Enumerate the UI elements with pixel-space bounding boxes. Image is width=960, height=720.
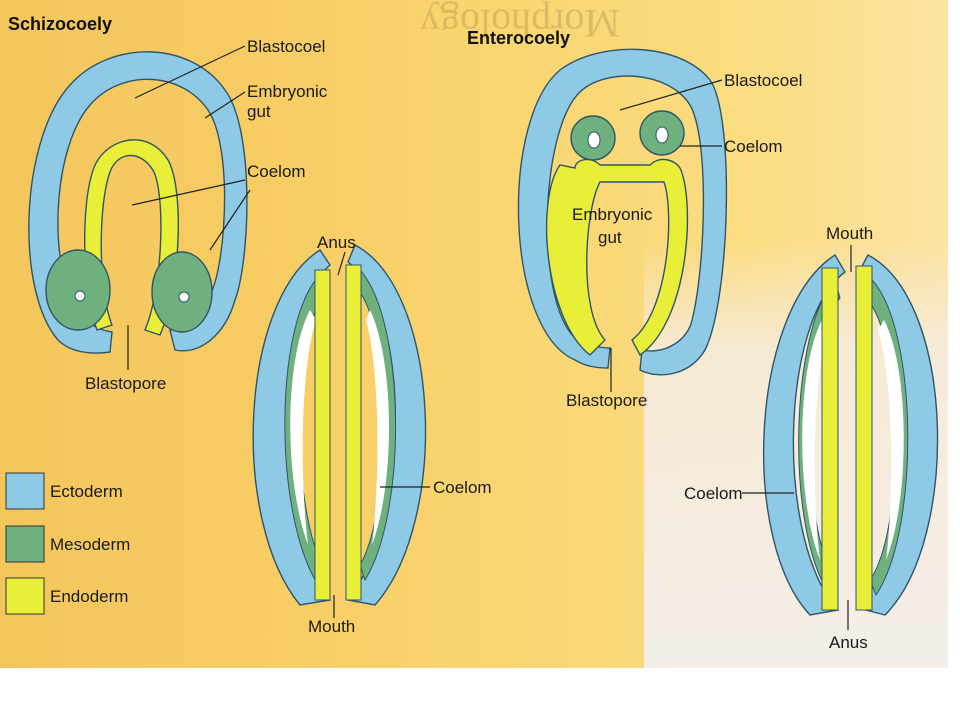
entero-label-coelom: Coelom <box>724 137 783 156</box>
entero-label-adult-coelom: Coelom <box>684 484 743 503</box>
enterocoely-title: Enterocoely <box>467 28 570 48</box>
entero-adult-left-cavity <box>802 320 828 560</box>
schizo-mesoderm-pouch-left <box>45 249 111 331</box>
schizocoely-embryo <box>28 51 248 354</box>
entero-coelom-left <box>587 131 601 149</box>
legend-swatch-mesoderm <box>5 525 45 563</box>
entero-label-embryonic: Embryonic <box>572 205 653 224</box>
legend-swatch-ectoderm <box>5 472 45 510</box>
legend: Ectoderm Mesoderm Endoderm <box>5 472 130 615</box>
leader-lines <box>127 45 852 630</box>
legend-swatch-endoderm <box>5 577 45 615</box>
entero-coelom-right <box>655 126 669 144</box>
schizo-coelom-right <box>178 291 190 303</box>
enterocoely-embryo <box>517 48 728 376</box>
entero-adult-left-endo <box>821 267 839 611</box>
schizo-label-adult-coelom: Coelom <box>433 478 492 497</box>
entero-ectoderm-layer <box>517 48 728 376</box>
schizo-label-embryonic: Embryonic <box>247 82 328 101</box>
schizocoely-adult <box>252 244 427 606</box>
schizo-label-blastocoel: Blastocoel <box>247 37 325 56</box>
entero-label-blastopore: Blastopore <box>566 391 647 410</box>
entero-adult-right-endo <box>855 265 873 611</box>
schizo-adult-left-endo <box>314 269 331 601</box>
schizo-label-gut: gut <box>247 102 271 121</box>
entero-label-gut: gut <box>598 228 622 247</box>
schizo-coelom-left <box>74 290 86 302</box>
schizocoely-title: Schizocoely <box>8 14 112 34</box>
schizo-adult-right-cavity <box>366 310 390 545</box>
entero-label-anus: Anus <box>829 633 868 652</box>
legend-label-ectoderm: Ectoderm <box>50 482 123 501</box>
legend-label-endoderm: Endoderm <box>50 587 128 606</box>
entero-adult-right-cavity <box>878 320 904 560</box>
schizo-adult-right-endo <box>345 264 362 601</box>
entero-endoderm-gut <box>545 158 689 357</box>
legend-label-mesoderm: Mesoderm <box>50 535 130 554</box>
entero-adult-left-ecto <box>762 254 846 616</box>
entero-label-blastocoel: Blastocoel <box>724 71 802 90</box>
schizo-label-coelom: Coelom <box>247 162 306 181</box>
enterocoely-adult <box>762 254 939 616</box>
entero-label-mouth: Mouth <box>826 224 873 243</box>
schizo-label-anus: Anus <box>317 233 356 252</box>
schizo-adult-left-cavity <box>290 310 316 545</box>
schizo-label-mouth: Mouth <box>308 617 355 636</box>
schizo-label-blastopore: Blastopore <box>85 374 166 393</box>
